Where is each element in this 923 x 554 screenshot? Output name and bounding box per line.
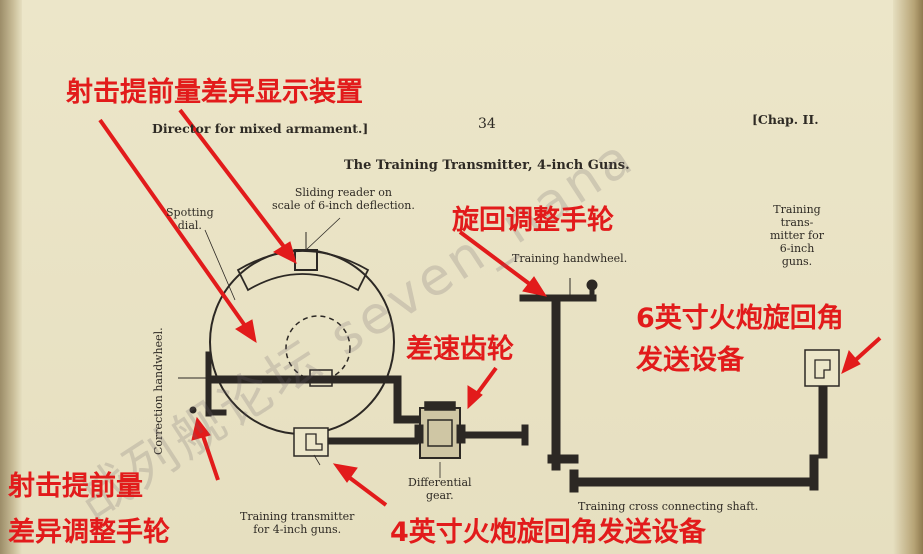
cross-connecting-shaft [575,477,817,487]
training-main-shaft [551,299,561,471]
label-differential-gear: Differential gear. [408,476,472,502]
arrow-spotting-dial [98,118,250,332]
annotation-correction-line1: 射击提前量 [8,471,143,502]
label-spotting-dial: Spotting dial. [166,206,214,232]
arrow-correction-handwheel [199,429,220,481]
correction-handwheel-bar [205,351,212,417]
annotation-transmitter-6-line2: 发送设备 [636,345,744,376]
annotation-arrows [98,108,882,507]
annotation-correction-line2: 差异调整手轮 [8,517,170,548]
annotation-transmitter-4: 4英寸火炮旋回角发送设备 [390,517,706,548]
label-training-transmitter-4: Training transmitter for 4-inch guns. [240,510,355,536]
header-left: Director for mixed armament.] [152,121,369,136]
page-right-edge [893,0,923,554]
label-training-transmitter-6: Training trans- mitter for 6-inch guns. [770,203,825,268]
label-training-handwheel: Training handwheel. [512,252,628,265]
annotation-training-handwheel: 旋回调整手轮 [452,205,614,236]
annotation-deflection-display: 射击提前量差异显示装置 [66,77,363,108]
differential-gear-body [419,407,461,459]
header-right: [Chap. II. [752,112,819,127]
inner-gear-dashed [285,315,351,381]
correction-shaft [210,375,402,384]
transmitter-4inch-box [293,427,329,457]
annotation-transmitter-6-line1: 6英寸火炮旋回角 [636,303,844,334]
annotation-differential: 差速齿轮 [406,334,514,365]
sliding-reader-box [294,249,318,271]
page-binding-edge [0,0,22,554]
diagram-title: The Training Transmitter, 4-inch Guns. [344,158,630,173]
arrow-training-handwheel [458,230,537,290]
page-number: 34 [478,116,496,132]
arrow-deflection-display [178,108,290,254]
label-sliding-reader: Sliding reader on scale of 6-inch deflec… [272,186,415,212]
transmitter-6inch-box [804,349,840,387]
label-cross-shaft: Training cross connecting shaft. [578,500,759,513]
